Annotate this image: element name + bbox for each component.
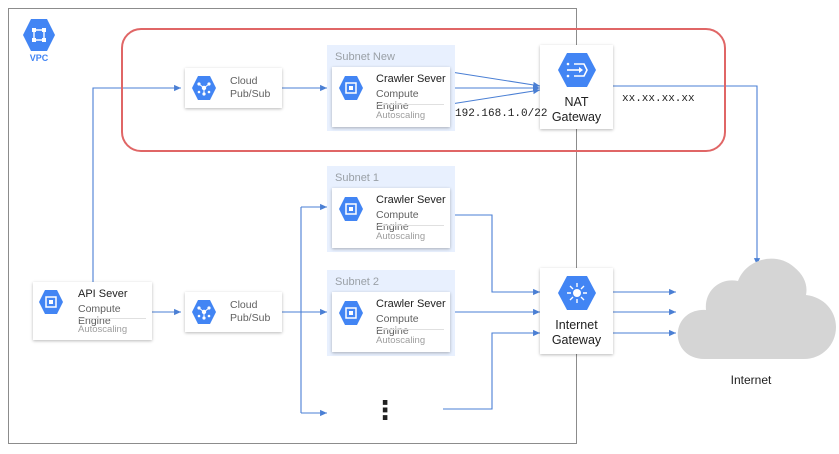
compute-engine-icon bbox=[39, 290, 63, 314]
autoscaling-label: Autoscaling bbox=[376, 335, 426, 346]
subnet-2: Subnet 2 Crawler Sever Compute Engine Au… bbox=[327, 270, 455, 356]
nat-external-ip-label: xx.xx.xx.xx bbox=[622, 93, 695, 105]
pubsub-top-card[interactable]: Cloud Pub/Sub bbox=[185, 68, 282, 108]
pubsub-icon bbox=[192, 76, 216, 100]
nat-gateway-icon bbox=[558, 53, 596, 87]
pubsub-top-line1: Cloud bbox=[230, 75, 258, 87]
pubsub-bottom-line2: Pub/Sub bbox=[230, 312, 271, 324]
divider bbox=[376, 225, 444, 226]
pubsub-top-line2: Pub/Sub bbox=[230, 88, 271, 100]
api-server-title: API Sever bbox=[78, 288, 128, 300]
subnet-new: Subnet New Crawler Sever Compute Engine … bbox=[327, 45, 455, 131]
crawler-sub: Compute Engine bbox=[376, 313, 419, 337]
pubsub-icon bbox=[192, 300, 216, 324]
pubsub-bottom-line1: Cloud bbox=[230, 299, 258, 311]
nat-subnet-highlight bbox=[121, 28, 726, 152]
internet-gateway-line2: Gateway bbox=[551, 333, 602, 347]
subnet-1: Subnet 1 Crawler Sever Compute Engine Au… bbox=[327, 166, 455, 252]
vpc-label: VPC bbox=[29, 53, 49, 63]
line-ellipsis-to-igw bbox=[443, 329, 540, 410]
compute-engine-icon bbox=[339, 197, 363, 221]
crawler-server-2-card[interactable]: Crawler Sever Compute Engine Autoscaling bbox=[332, 292, 450, 352]
subnet-2-label: Subnet 2 bbox=[335, 276, 380, 288]
compute-engine-icon bbox=[339, 76, 363, 100]
internet-gateway-card[interactable]: Internet Gateway bbox=[540, 268, 613, 354]
internet-gateway-icon bbox=[558, 276, 596, 310]
cloud-icon bbox=[677, 258, 836, 359]
subnet-new-label: Subnet New bbox=[335, 51, 395, 63]
line-api-to-pubsub-top bbox=[92, 84, 181, 282]
line-crawler-new-to-nat-c bbox=[450, 88, 541, 105]
pubsub-bottom-card[interactable]: Cloud Pub/Sub bbox=[185, 292, 282, 332]
internet-gateway-line1: Internet bbox=[555, 318, 598, 332]
vpc-icon bbox=[21, 17, 57, 53]
divider bbox=[376, 329, 444, 330]
crawler-server-new-card[interactable]: Crawler Sever Compute Engine Autoscaling bbox=[332, 67, 450, 127]
line-crawler-1-to-igw bbox=[451, 214, 540, 296]
divider bbox=[78, 318, 146, 319]
nat-gateway-line2: Gateway bbox=[551, 110, 602, 124]
api-server-card[interactable]: API Sever Compute Engine Autoscaling bbox=[33, 282, 152, 340]
subnet-1-label: Subnet 1 bbox=[335, 172, 380, 184]
more-subnets-ellipsis: ⋮ bbox=[372, 396, 398, 426]
crawler-title: Crawler Sever bbox=[376, 73, 446, 85]
divider bbox=[376, 104, 444, 105]
crawler-server-1-card[interactable]: Crawler Sever Compute Engine Autoscaling bbox=[332, 188, 450, 248]
nat-gateway-line1: NAT bbox=[564, 95, 589, 109]
nat-gateway-card[interactable]: NAT Gateway bbox=[540, 45, 613, 129]
autoscaling-label: Autoscaling bbox=[376, 110, 426, 121]
compute-engine-icon bbox=[339, 301, 363, 325]
crawler-sub: Compute Engine bbox=[376, 209, 419, 233]
crawler-title: Crawler Sever bbox=[376, 194, 446, 206]
line-crawler-new-to-nat-a bbox=[450, 71, 541, 88]
autoscaling-label: Autoscaling bbox=[78, 324, 128, 335]
crawler-title: Crawler Sever bbox=[376, 298, 446, 310]
autoscaling-label: Autoscaling bbox=[376, 231, 426, 242]
line-nat-to-internet bbox=[613, 85, 761, 265]
internet-label: Internet bbox=[730, 373, 772, 387]
crawler-sub: Compute Engine bbox=[376, 88, 419, 112]
vpc-frame bbox=[8, 8, 577, 444]
nat-cidr-label: 192.168.1.0/22 bbox=[455, 108, 548, 120]
